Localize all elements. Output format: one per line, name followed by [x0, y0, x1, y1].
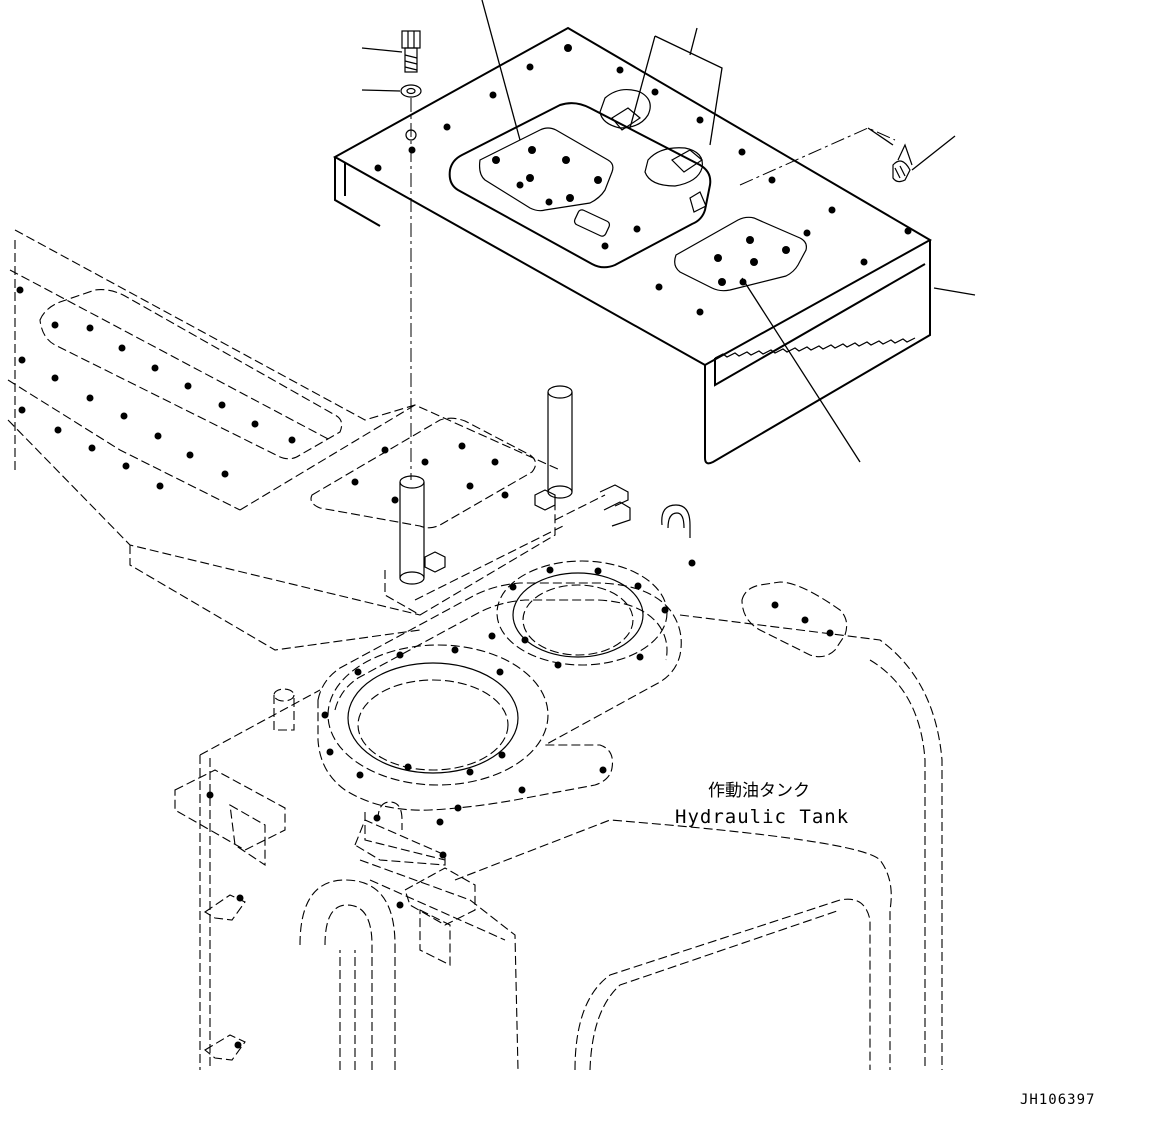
tank-holes: [206, 559, 834, 1049]
cover-plate: [332, 26, 933, 465]
washer-icon: [400, 84, 422, 98]
nut-icon: [424, 489, 556, 573]
guide-pin-left: [399, 475, 425, 585]
walkway-holes: [16, 286, 509, 504]
tank-label-en: Hydraulic Tank: [675, 806, 849, 828]
bolt-icon: [401, 30, 421, 73]
walkway: [7, 229, 561, 651]
cover-holes: [374, 44, 912, 316]
leader-lines: [361, 0, 976, 463]
drawing-code: JH106397: [1020, 1092, 1095, 1108]
latch-bracket: [414, 484, 691, 601]
guide-pin-right: [547, 385, 573, 499]
tank-label-jp: 作動油タンク: [708, 781, 810, 801]
hydraulic-tank: [174, 560, 943, 1071]
clip-icon: [892, 143, 913, 183]
